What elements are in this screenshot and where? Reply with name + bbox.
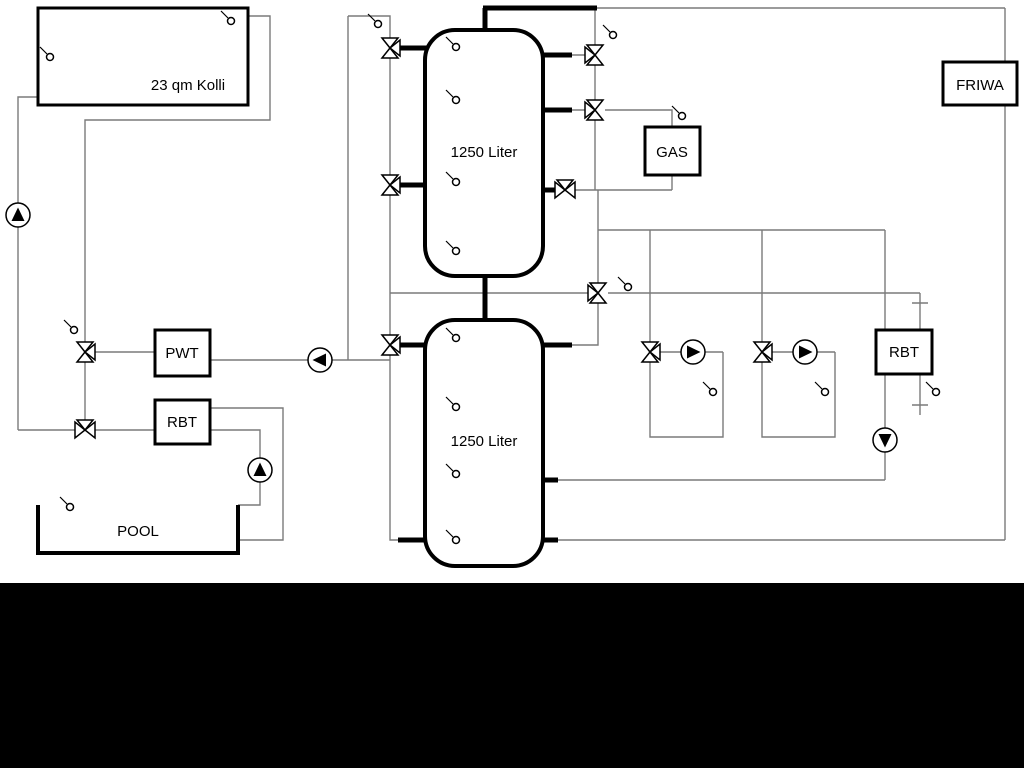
pwt-heat-exchanger-box bbox=[153, 328, 212, 378]
pool-label: POOL bbox=[117, 523, 159, 540]
tank-top-label: 1250 Liter bbox=[451, 144, 518, 161]
gas-boiler-box bbox=[643, 125, 702, 177]
pump-icon bbox=[872, 427, 898, 453]
pipe-solar-loop bbox=[17, 15, 271, 431]
piping bbox=[17, 7, 1006, 541]
collector-label: 23 qm Kolli bbox=[151, 77, 225, 94]
rbt-left-label: RBT bbox=[167, 414, 197, 431]
pump-icon bbox=[792, 339, 818, 365]
solar-collector-box bbox=[36, 6, 250, 107]
pipe-gas-loop bbox=[572, 8, 673, 346]
gas-label: GAS bbox=[656, 144, 688, 161]
pwt-label: PWT bbox=[165, 345, 198, 362]
pipe-friwa-loop bbox=[558, 7, 1006, 541]
pipe-pool-loop bbox=[210, 407, 284, 541]
pump-icon bbox=[247, 457, 273, 483]
pipe-rbt-right bbox=[558, 230, 928, 481]
tank-ports bbox=[398, 5, 597, 543]
rbt-right-box bbox=[874, 328, 934, 376]
pipe-heating-circuits bbox=[598, 229, 920, 438]
pump-icon bbox=[5, 202, 31, 228]
pipe-tank-manifold bbox=[347, 15, 588, 360]
friwa-label: FRIWA bbox=[956, 77, 1004, 94]
letterbox-bottom bbox=[0, 583, 1024, 768]
pipe-pwt-loop bbox=[210, 355, 398, 541]
buffer-tank-bottom bbox=[423, 318, 545, 568]
friwa-box bbox=[941, 60, 1019, 107]
pump-icon bbox=[680, 339, 706, 365]
rbt-right-label: RBT bbox=[889, 344, 919, 361]
pump-icon bbox=[307, 347, 333, 373]
tank-bottom-label: 1250 Liter bbox=[451, 433, 518, 450]
rbt-left-box bbox=[153, 398, 212, 446]
pool-basin bbox=[36, 505, 240, 555]
buffer-tank-top bbox=[423, 28, 545, 278]
